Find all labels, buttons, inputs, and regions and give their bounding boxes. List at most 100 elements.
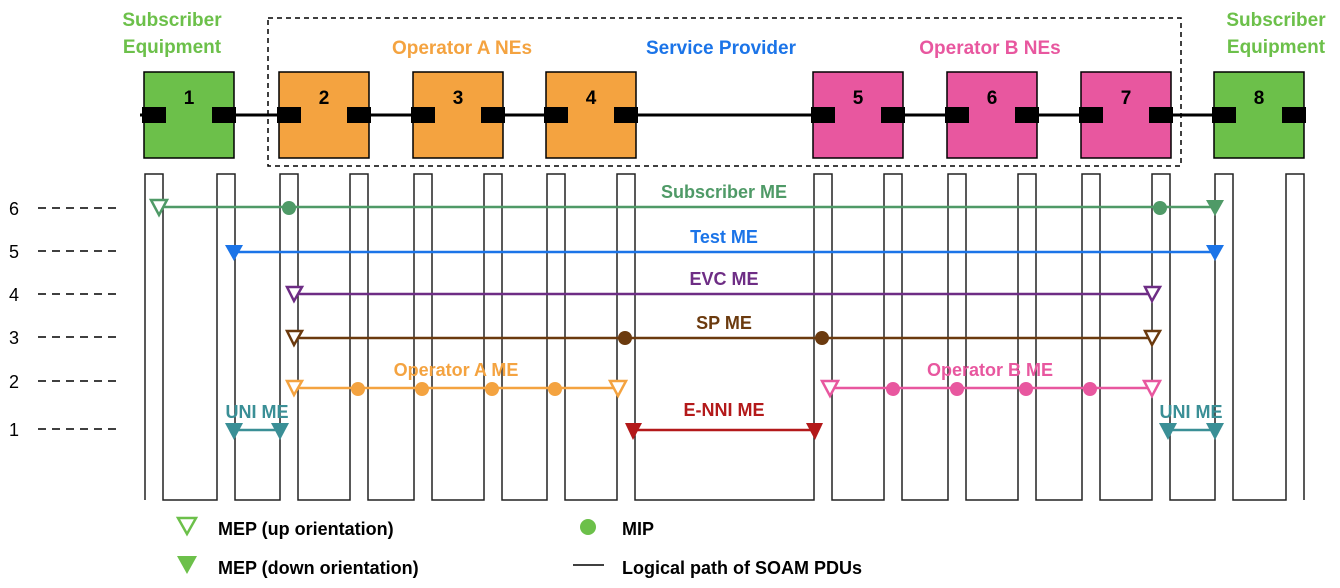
mip-icon: [618, 331, 632, 345]
port-icon: [881, 107, 905, 123]
operator-a-me-label: Operator A ME: [394, 360, 519, 380]
mip-icon: [1019, 382, 1033, 396]
mep-down-icon: [271, 423, 289, 440]
operator-b-me-label: Operator B ME: [927, 360, 1053, 380]
subscriber-equipment-left-label-1: Subscriber: [122, 10, 222, 31]
mep-up-icon: [1142, 329, 1163, 348]
node-label: 3: [453, 88, 464, 109]
legend-path-label: Logical path of SOAM PDUs: [622, 558, 862, 578]
port-icon: [1149, 107, 1173, 123]
subscriber-equipment-right-label-2: Equipment: [1227, 37, 1326, 58]
me-level-axis: 6 5 4 3 2 1: [9, 199, 122, 440]
node-label: 2: [319, 88, 330, 109]
level-label-5: 5: [9, 242, 19, 262]
subscriber-me: Subscriber ME: [148, 182, 1224, 218]
node-3: 3: [411, 71, 505, 159]
mep-up-icon: [284, 379, 305, 398]
subscriber-equipment-left-label-2: Equipment: [123, 37, 222, 58]
enni-me-label: E-NNI ME: [684, 400, 765, 420]
evc-me-label: EVC ME: [689, 269, 758, 289]
level-label-4: 4: [9, 285, 19, 305]
port-icon: [1079, 107, 1103, 123]
level-label-2: 2: [9, 372, 19, 392]
evc-me: EVC ME: [284, 269, 1163, 304]
port-icon: [1282, 107, 1306, 123]
mep-down-icon: [1206, 200, 1224, 216]
mep-up-icon: [148, 198, 170, 218]
mip-icon: [1153, 201, 1167, 215]
level-label-6: 6: [9, 199, 19, 219]
port-icon: [142, 107, 166, 123]
service-provider-label: Service Provider: [646, 38, 797, 59]
port-icon: [1015, 107, 1039, 123]
mip-icon: [580, 519, 596, 535]
mep-down-icon: [625, 423, 642, 440]
node-7: 7: [1079, 71, 1173, 159]
mep-up-icon: [1141, 379, 1163, 399]
mip-icon: [485, 382, 499, 396]
uni-me-left-label: UNI ME: [226, 402, 289, 422]
uni-me-right-label: UNI ME: [1160, 402, 1223, 422]
mip-icon: [815, 331, 829, 345]
uni-me-left: UNI ME: [225, 402, 289, 440]
mip-icon: [886, 382, 900, 396]
mep-down-icon: [225, 423, 243, 440]
subscriber-me-label: Subscriber ME: [661, 182, 787, 202]
mep-down-icon: [1206, 423, 1224, 440]
mip-icon: [1083, 382, 1097, 396]
level-label-3: 3: [9, 328, 19, 348]
mep-down-icon: [177, 556, 197, 574]
mep-down-icon: [1206, 245, 1224, 261]
operator-a-me: Operator A ME: [284, 360, 629, 399]
node-label: 1: [184, 88, 195, 109]
mep-up-icon: [607, 379, 629, 399]
service-provider-boundary: [267, 17, 1182, 167]
legend: MEP (up orientation) MEP (down orientati…: [175, 516, 862, 578]
mep-down-icon: [1159, 423, 1177, 440]
mip-icon: [950, 382, 964, 396]
port-icon: [277, 107, 301, 123]
subscriber-equipment-right-label-1: Subscriber: [1226, 10, 1326, 31]
legend-mep-up-label: MEP (up orientation): [218, 519, 394, 539]
test-me: Test ME: [225, 227, 1224, 261]
port-icon: [544, 107, 568, 123]
legend-mip-label: MIP: [622, 519, 654, 539]
node-label: 5: [853, 88, 864, 109]
node-5: 5: [811, 71, 905, 159]
mip-icon: [351, 382, 365, 396]
mep-down-icon: [806, 423, 823, 440]
node-8: 8: [1212, 71, 1306, 159]
node-label: 8: [1254, 88, 1265, 109]
mip-icon: [548, 382, 562, 396]
operator-b-nes-label: Operator B NEs: [919, 38, 1060, 59]
mip-icon: [282, 201, 296, 215]
enni-me: E-NNI ME: [625, 400, 823, 440]
uni-me-right: UNI ME: [1159, 402, 1224, 440]
mep-up-icon: [284, 329, 305, 348]
test-me-label: Test ME: [690, 227, 758, 247]
port-icon: [945, 107, 969, 123]
sp-me: SP ME: [284, 313, 1163, 348]
port-icon: [1212, 107, 1236, 123]
mep-up-icon: [284, 285, 305, 304]
mep-up-icon: [175, 516, 199, 537]
node-4: 4: [544, 71, 638, 159]
port-icon: [411, 107, 435, 123]
level-label-1: 1: [9, 420, 19, 440]
port-icon: [614, 107, 638, 123]
mep-up-icon: [1142, 285, 1163, 304]
node-label: 7: [1121, 88, 1132, 109]
sp-me-label: SP ME: [696, 313, 752, 333]
port-icon: [347, 107, 371, 123]
mep-down-icon: [225, 245, 243, 261]
operator-b-me: Operator B ME: [819, 360, 1163, 399]
port-icon: [811, 107, 835, 123]
node-1: 1: [142, 71, 236, 159]
node-label: 6: [987, 88, 998, 109]
port-icon: [212, 107, 236, 123]
legend-mep-down-label: MEP (down orientation): [218, 558, 419, 578]
node-2: 2: [277, 71, 371, 159]
mip-icon: [415, 382, 429, 396]
port-icon: [481, 107, 505, 123]
